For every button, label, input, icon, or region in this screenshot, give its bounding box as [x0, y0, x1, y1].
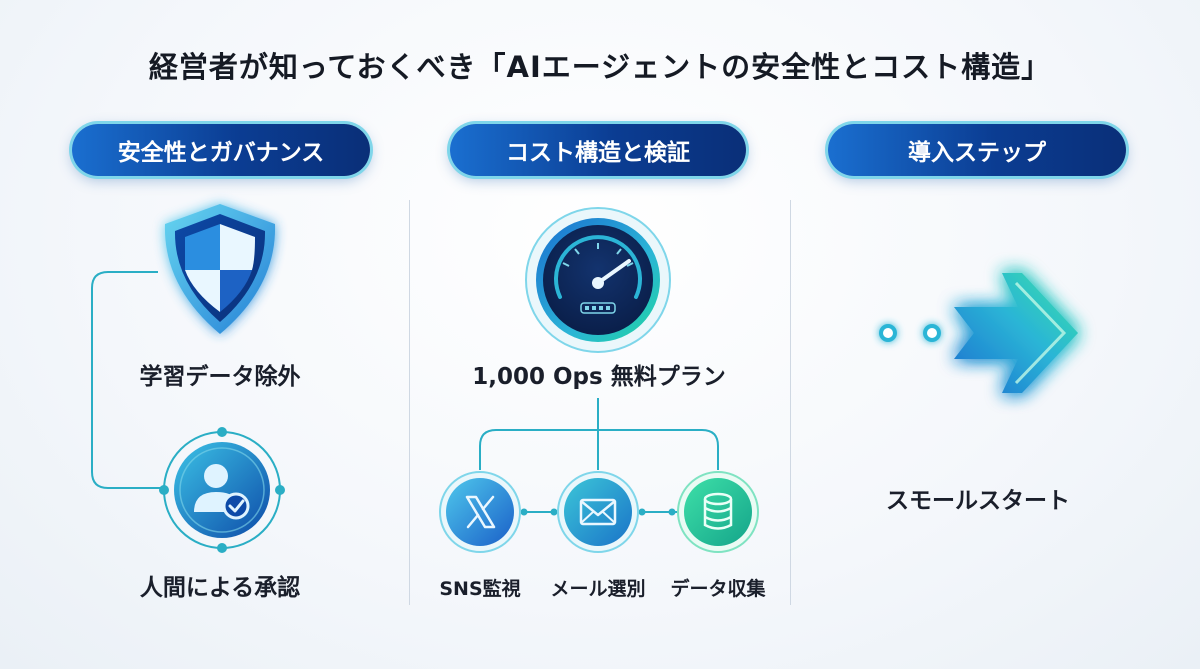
user-check-icon	[159, 427, 285, 553]
safety-item-human-approval: 人間による承認	[139, 575, 301, 601]
page-title: 経営者が知っておくべき「AIエージェントの安全性とコスト構造」	[148, 50, 1052, 84]
arrow-icon	[879, 273, 1078, 393]
safety-item-data-exclusion: 学習データ除外	[139, 364, 301, 390]
database-icon	[677, 471, 759, 553]
header-safety-label: 安全性とガバナンス	[117, 140, 325, 166]
use-sns-monitoring: SNS監視	[439, 578, 521, 600]
header-safety: 安全性とガバナンス	[72, 124, 370, 176]
divider-left	[409, 200, 410, 605]
header-steps-label: 導入ステップ	[908, 140, 1046, 166]
header-cost-label: コスト構造と検証	[506, 140, 690, 166]
use-data-collection: データ収集	[670, 578, 766, 600]
mail-icon	[557, 471, 639, 553]
speedometer-icon	[525, 207, 671, 353]
header-cost: コスト構造と検証	[450, 124, 746, 176]
step-small-start: スモールスタート	[886, 488, 1070, 514]
x-logo-icon	[439, 471, 521, 553]
shield-icon	[164, 204, 276, 334]
header-steps: 導入ステップ	[828, 124, 1126, 176]
divider-right	[790, 200, 791, 605]
cost-plan-label: 1,000 Ops 無料プラン	[472, 364, 726, 390]
use-mail-sorting: メール選別	[550, 578, 646, 600]
